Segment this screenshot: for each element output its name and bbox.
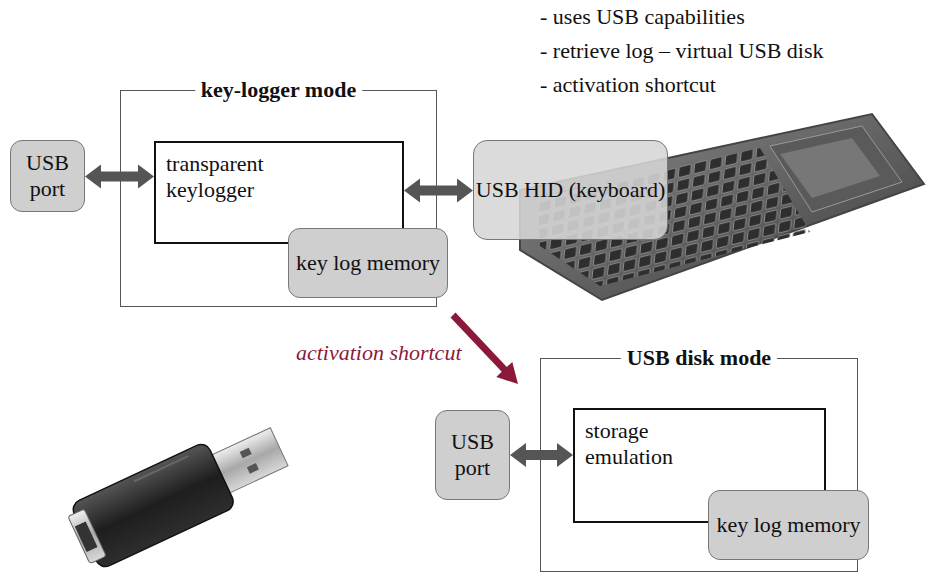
box-text: key log memory xyxy=(716,512,860,538)
connector-arrow xyxy=(510,443,573,467)
note-text: - retrieve log – virtual USB disk xyxy=(540,38,824,64)
frame-heading: USB disk mode xyxy=(621,345,777,371)
process-box: transparent keyloggerkey log memory xyxy=(154,141,404,244)
edge-label: activation shortcut xyxy=(294,340,464,366)
memory-box: key log memory xyxy=(708,490,869,560)
device-box: USB HID (keyboard) xyxy=(473,140,668,240)
port-box: USB port xyxy=(10,140,85,212)
port-box: USB port xyxy=(435,410,510,500)
mode-frame: key-logger modetransparent keyloggerkey … xyxy=(120,90,437,307)
box-text: USB port xyxy=(436,429,509,481)
box-text: storage emulation xyxy=(585,418,705,470)
frame-heading: key-logger mode xyxy=(195,77,362,103)
memory-box: key log memory xyxy=(288,228,448,298)
usb-dongle-picture xyxy=(64,414,295,573)
connector-arrow xyxy=(404,179,473,203)
note-text: - uses USB capabilities xyxy=(540,4,745,30)
box-text: key log memory xyxy=(296,250,440,276)
process-box: storage emulationkey log memory xyxy=(573,408,826,523)
box-text: USB HID (keyboard) xyxy=(476,177,665,203)
note-text: - activation shortcut xyxy=(540,72,716,98)
box-text: transparent keylogger xyxy=(166,151,306,203)
mode-frame: USB disk modestorage emulationkey log me… xyxy=(540,358,858,572)
box-text: USB port xyxy=(11,150,84,202)
